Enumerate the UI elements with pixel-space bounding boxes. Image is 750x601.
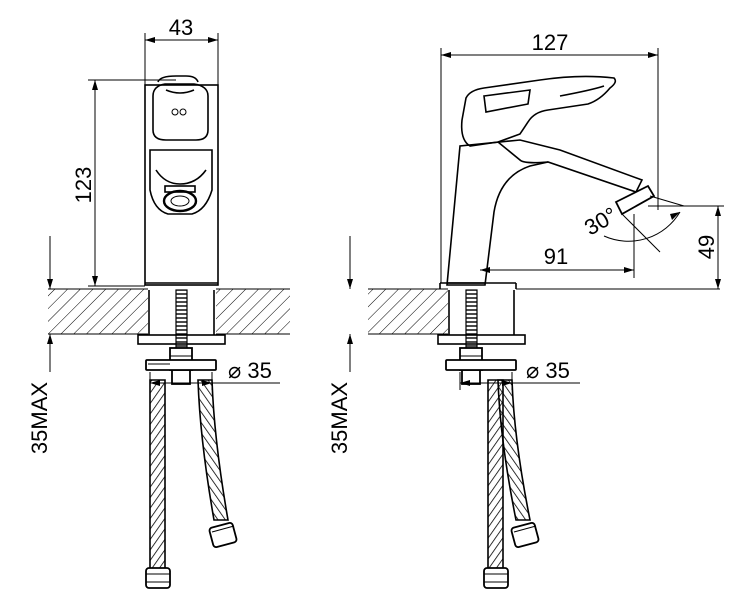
hose-front-left: [149, 379, 166, 571]
side-hole-label: ⌀ 35: [526, 358, 570, 383]
hose-side-right: [497, 379, 531, 521]
threaded-rod-front: [175, 289, 188, 349]
side-width-label: 127: [532, 30, 569, 55]
faucet-body-side: [439, 75, 656, 289]
side-reach-label: 91: [544, 244, 568, 269]
threaded-rod-side: [465, 289, 478, 349]
front-height-label: 123: [71, 167, 96, 204]
faucet-body-front: [144, 75, 219, 286]
side-max-label: 35MAX: [327, 382, 352, 454]
front-view: 43 123 35MAX ⌀ 35: [27, 15, 290, 589]
front-max-label: 35MAX: [27, 382, 52, 454]
side-view: 127 91 49 30° 35MAX ⌀ 35: [327, 30, 724, 589]
side-angle-label: 30°: [580, 202, 621, 240]
front-hole-label: ⌀ 35: [228, 358, 272, 383]
front-width-label: 43: [169, 15, 193, 40]
side-outlet-height-label: 49: [694, 235, 719, 259]
hose-front-right: [197, 379, 229, 521]
